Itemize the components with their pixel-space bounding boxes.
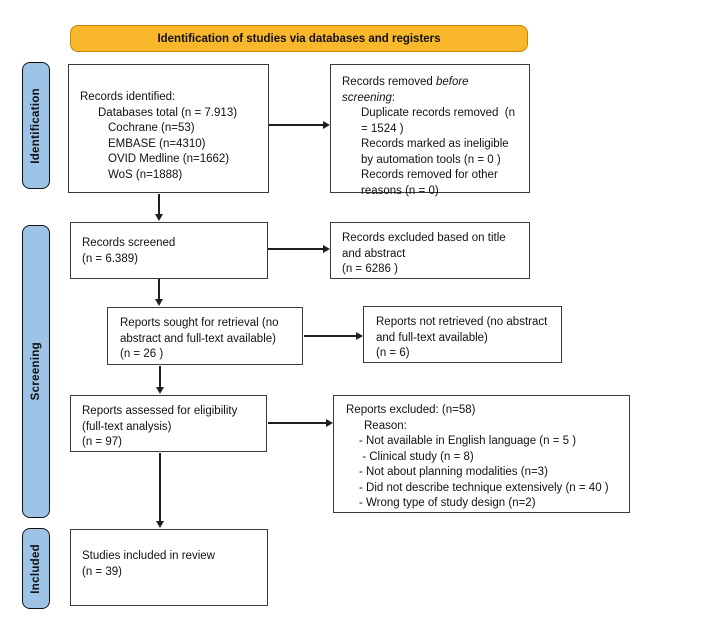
reports-excluded-reason: - Not available in English language (n =… [359,435,577,447]
diagram-title: Identification of studies via databases … [157,32,441,45]
box-records-excluded: Records excluded based on title and abst… [330,222,530,279]
arrow-head-right-icon [356,332,363,340]
arrow-shaft [268,422,328,424]
reports-excluded-title: Reports excluded: (n=58) [346,404,476,416]
arrow-head-down-icon [156,387,164,394]
box-records-removed: Records removed before screening: Duplic… [330,64,530,197]
diagram-title-banner: Identification of studies via databases … [70,25,528,52]
arrow-head-right-icon [323,121,330,129]
box-reports-excluded: Reports excluded: (n=58) Reason: - Not a… [333,395,630,513]
reports-sought-text: Reports sought for retrieval (no abstrac… [120,317,282,345]
stage-identification: Identification [22,62,50,189]
records-removed-title-italic: before screening [342,76,472,104]
studies-included-text: Studies included in review [82,550,215,562]
records-identified-title: Records identified: [80,91,176,103]
arrow-sought-to-not-retrieved [304,331,363,341]
records-removed-item: Records marked as ineligible by automati… [361,138,512,166]
arrow-shaft [159,453,161,523]
reports-excluded-reason-label: Reason: [364,419,407,432]
reports-assessed-count: (n = 97) [82,436,122,448]
stage-included: Included [22,528,50,609]
records-removed-title: Records removed before screening: [342,75,521,106]
box-reports-assessed: Reports assessed for eligibility (full-t… [70,395,267,452]
records-identified-item: Cochrane (n=53) [108,122,195,134]
records-excluded-count: (n = 6286 ) [342,263,398,275]
studies-included-count: (n = 39) [82,565,122,578]
arrow-screened-to-excluded [268,244,330,254]
arrow-shaft [158,279,160,301]
reports-not-retrieved-count: (n = 6) [376,347,410,359]
records-identified-item: EMBASE (n=4310) [108,137,206,150]
reports-not-retrieved-text: Reports not retrieved (no abstract and f… [376,316,551,344]
arrow-head-right-icon [323,245,330,253]
reports-sought-count: (n = 26 ) [120,348,164,360]
records-identified-item: Databases total (n = 7.913) [98,106,238,119]
box-reports-sought: Reports sought for retrieval (no abstrac… [107,307,303,365]
arrow-identified-to-removed [269,120,330,130]
records-removed-item: Duplicate records removed (n = 1524 ) [361,107,519,135]
arrow-head-down-icon [155,214,163,221]
records-identified-item: WoS (n=1888) [108,168,183,181]
records-screened-text: Records screened [82,237,176,249]
reports-excluded-reason: - Did not describe technique extensively… [359,481,609,494]
reports-assessed-text: Reports assessed for eligibility [82,405,238,417]
box-studies-included: Studies included in review (n = 39) [70,529,268,606]
records-removed-title-normal: Records removed [342,76,436,88]
records-removed-title-colon: : [391,91,396,104]
records-screened-count: (n = 6.389) [82,252,138,265]
arrow-screened-to-sought [154,279,164,306]
stage-identification-label: Identification [30,87,42,164]
records-identified-item: OVID Medline (n=1662) [108,153,230,165]
arrow-shaft [159,366,161,389]
records-excluded-text: Records excluded based on title and abst… [342,232,509,260]
arrow-shaft [269,124,325,126]
arrow-head-down-icon [156,521,164,528]
box-records-screened: Records screened (n = 6.389) [70,222,268,279]
box-records-identified: Records identified: Databases total (n =… [68,64,269,193]
arrow-head-down-icon [155,299,163,306]
arrow-identified-to-screened [154,194,164,221]
arrow-head-right-icon [326,419,333,427]
reports-excluded-reason: - Wrong type of study design (n=2) [359,497,536,509]
arrow-sought-to-assessed [155,366,165,394]
reports-excluded-reason: - Not about planning modalities (n=3) [359,466,548,478]
stage-included-label: Included [30,543,42,594]
arrow-shaft [268,248,325,250]
arrow-shaft [304,335,358,337]
arrow-assessed-to-included [155,453,165,528]
box-reports-not-retrieved: Reports not retrieved (no abstract and f… [363,306,562,363]
arrow-shaft [158,194,160,216]
reports-assessed-subtext: (full-text analysis) [82,420,172,433]
records-removed-item: Records removed for other reasons (n = 0… [361,169,501,197]
arrow-assessed-to-excluded [268,418,333,428]
stage-screening: Screening [22,225,50,518]
stage-screening-label: Screening [30,342,42,401]
reports-excluded-reason: - Clinical study (n = 8) [359,450,474,463]
